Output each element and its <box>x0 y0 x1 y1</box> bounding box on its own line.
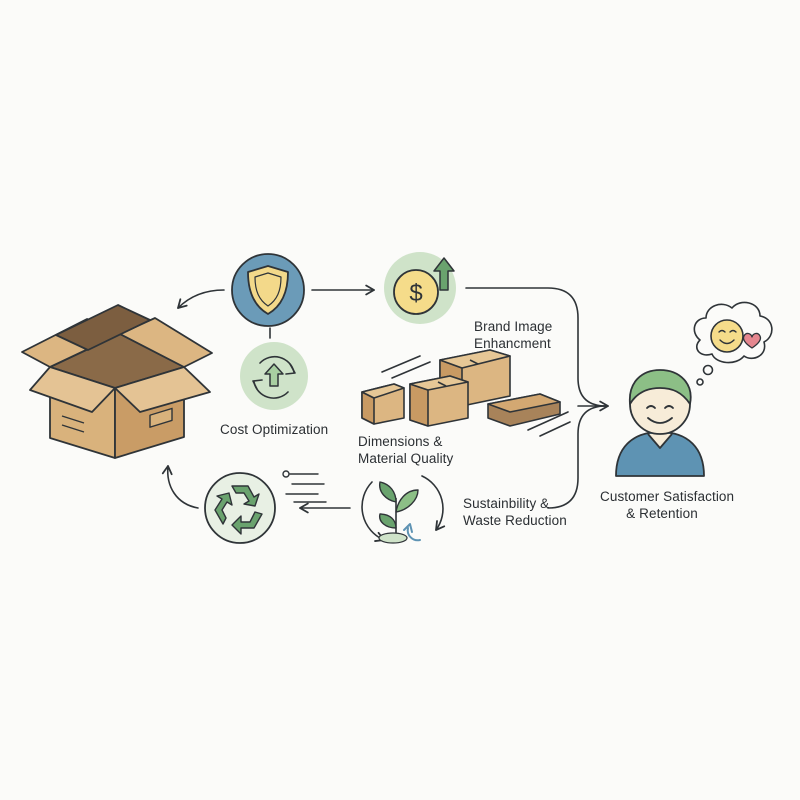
bracket-to-customer <box>465 287 607 407</box>
up-arrow-cycle-icon <box>240 342 308 410</box>
arrow-shield-to-box <box>177 289 225 309</box>
shield-icon <box>231 253 305 327</box>
dollar-coin-up-arrow-icon: $ <box>384 252 456 324</box>
recycle-icon <box>204 470 327 544</box>
svg-text:$: $ <box>409 280 422 307</box>
box-group-icon <box>361 349 571 437</box>
sustainability-label: Sustainbility & Waste Reduction <box>463 496 567 528</box>
open-cardboard-box-icon <box>21 304 213 459</box>
brand-image-label: Brand Image Enhancment <box>474 319 553 351</box>
sprout-cycle-icon <box>361 475 446 544</box>
smiling-person-icon <box>615 369 705 477</box>
arrow-recycle-to-box <box>161 465 199 509</box>
customer-label: Customer Satisfaction & Retention <box>600 489 735 521</box>
bracket-to-customer-lower <box>547 405 607 509</box>
dimensions-label: Dimensions & Material Quality <box>358 434 454 466</box>
thought-bubble-smiley-heart-icon <box>693 301 773 386</box>
cost-optimization-label: Cost Optimization <box>220 422 329 437</box>
